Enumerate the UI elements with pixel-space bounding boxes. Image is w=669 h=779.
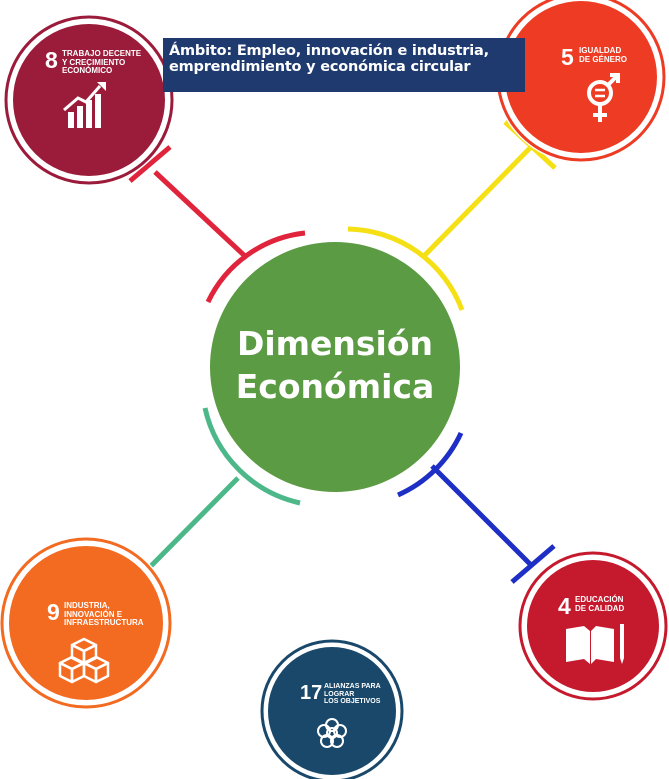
goal-8-title-line-1: TRABAJO DECENTE bbox=[62, 49, 142, 58]
goal-8-title-line-2: Y CRECIMIENTO bbox=[62, 57, 126, 67]
goal-8-title-line-3: ECONÓMICO bbox=[62, 66, 113, 75]
goal-9-title-line-3: INFRAESTRUCTURA bbox=[64, 618, 144, 627]
goal-5-title-line-2: DE GÉNERO bbox=[579, 54, 628, 64]
connector-goal-8 bbox=[128, 145, 306, 304]
scope-banner: Ámbito: Empleo, innovación e industria, … bbox=[163, 38, 525, 92]
goal-9-badge bbox=[0, 536, 173, 710]
goal-8-title: TRABAJO DECENTE Y CRECIMIENTO ECONÓMICO bbox=[62, 49, 152, 76]
goal-17-title-line-2: LOGRAR bbox=[324, 690, 355, 698]
goal-4-badge bbox=[517, 550, 669, 702]
scope-banner-line-1: Ámbito: Empleo, innovación e industria, bbox=[169, 43, 489, 59]
goal-5-title-line-1: IGUALDAD bbox=[579, 46, 622, 55]
goal-5-badge bbox=[495, 0, 667, 163]
flower-rings-icon bbox=[317, 718, 347, 748]
goal-4-title-line-2: DE CALIDAD bbox=[575, 603, 625, 613]
gender-equality-icon bbox=[587, 73, 620, 122]
scope-banner-line-2: emprendimiento y económica circular bbox=[169, 59, 471, 75]
center-label: Dimensión Económica bbox=[210, 322, 460, 408]
cubes-icon bbox=[58, 637, 110, 684]
goal-17-title: ALIANZAS PARA LOGRAR LOS OBJETIVOS bbox=[324, 683, 394, 706]
goal-17-badge bbox=[260, 639, 404, 779]
goal-9-title-line-2: INNOVACIÓN E bbox=[64, 609, 123, 619]
goal-4-number: 4 bbox=[558, 593, 571, 619]
center-label-line-1: Dimensión bbox=[236, 324, 434, 363]
goal-8-number: 8 bbox=[45, 47, 58, 73]
center-circle bbox=[210, 242, 460, 492]
goal-9-title: INDUSTRIA, INNOVACIÓN E INFRAESTRUCTURA bbox=[64, 601, 154, 628]
goal-17-number: 17 bbox=[300, 682, 323, 704]
goal-4-title: EDUCACIÓN DE CALIDAD bbox=[575, 595, 635, 613]
center-label-line-2: Económica bbox=[235, 367, 435, 406]
connector-goal-4 bbox=[396, 431, 556, 584]
book-icon bbox=[566, 624, 624, 664]
goal-5-title: IGUALDAD DE GÉNERO bbox=[579, 46, 639, 64]
goal-9-number: 9 bbox=[47, 599, 60, 625]
goal-5-number: 5 bbox=[561, 44, 574, 70]
goal-4-title-line-1: EDUCACIÓN bbox=[575, 595, 624, 604]
goal-17-title-line-1: ALIANZAS PARA bbox=[324, 683, 381, 690]
goal-9-title-line-1: INDUSTRIA, bbox=[64, 601, 110, 610]
goal-17-title-line-3: LOS OBJETIVOS bbox=[324, 698, 381, 705]
growth-chart-icon bbox=[63, 82, 106, 128]
